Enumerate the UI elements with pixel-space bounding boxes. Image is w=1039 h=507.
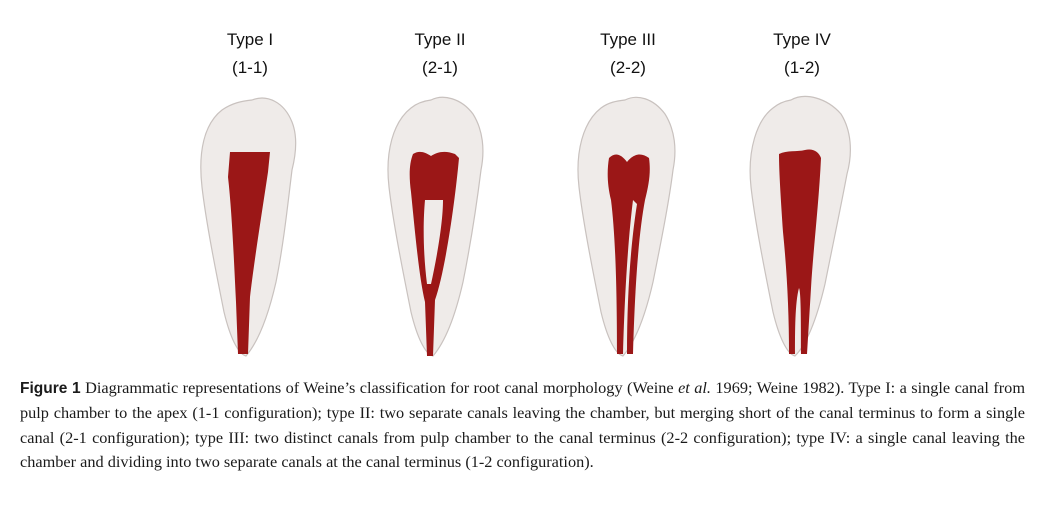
type-label-4: Type IV (1-2)	[742, 26, 862, 82]
type-name: Type III	[600, 30, 656, 49]
type-name: Type IV	[773, 30, 831, 49]
type-config: (2-2)	[610, 58, 646, 77]
caption-text-2: 1969; Weine 1982). Type I: a single cana…	[20, 378, 1025, 472]
type-label-1: Type I (1-1)	[190, 26, 310, 82]
figure-caption: Figure 1 Diagrammatic representations of…	[20, 376, 1025, 475]
type-config: (2-1)	[422, 58, 458, 77]
caption-italic: et al.	[678, 378, 711, 397]
type-label-3: Type III (2-2)	[568, 26, 688, 82]
tooth-type-1	[192, 92, 322, 362]
tooth-type-2	[383, 92, 513, 362]
type-name: Type I	[226, 30, 274, 49]
caption-text-1: Diagrammatic representations of Weine’s …	[80, 378, 679, 397]
figure-label: Figure 1	[20, 380, 81, 397]
tooth-type-3	[573, 92, 703, 362]
type-config: (1-1)	[232, 58, 268, 77]
tooth-type-4	[747, 92, 877, 362]
type-config: (1-2)	[784, 58, 820, 77]
type-label-2: Type II (2-1)	[380, 26, 500, 82]
type-name: Type II	[414, 30, 466, 49]
